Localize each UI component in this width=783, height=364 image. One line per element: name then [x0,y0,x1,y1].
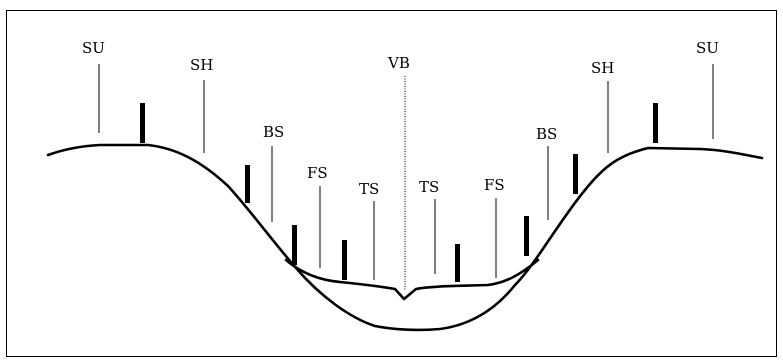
label-fs-left: FS [307,164,328,182]
marker-bar [653,103,658,143]
marker-bar [524,216,529,256]
label-su-right: SU [696,39,719,57]
label-sh-left: SH [190,56,213,74]
marker-bar [455,244,460,282]
label-fs-right: FS [484,176,505,194]
label-vb: VB [387,54,410,72]
lower-valley-profile [46,143,764,332]
label-bs-right: BS [536,125,557,143]
label-ts-right: TS [419,178,439,196]
label-bs-left: BS [263,123,284,141]
marker-bar [292,225,297,265]
diagram-frame [6,10,777,357]
label-sh-right: SH [591,59,614,77]
marker-bar [573,154,578,194]
label-ts-left: TS [359,180,379,198]
marker-bar [245,165,250,203]
marker-bar [140,103,145,143]
upper-valley-fill-profile [284,258,540,301]
marker-bar [342,240,347,280]
label-su-left: SU [82,39,105,57]
